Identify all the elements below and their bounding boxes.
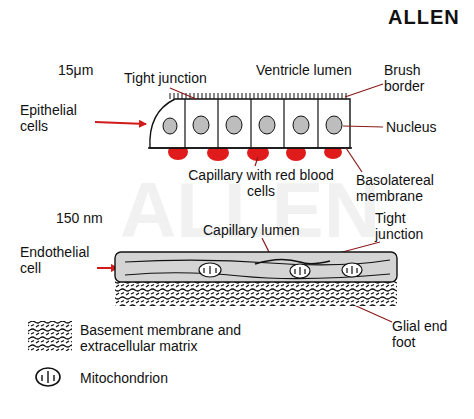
scale-label: 15μm [58,62,118,78]
part-label: Capillary with red blood cells [186,167,336,199]
part-label: Tight junction [124,70,234,86]
epithelial-layer [148,93,352,148]
part-label: Epithelial cells [20,102,95,134]
scale-label: 150 nm [56,210,126,226]
part-label: Nucleus [386,119,466,135]
part-label: Glial end foot [392,318,462,350]
legend-swatch [28,321,72,351]
legend-swatch [36,368,60,386]
part-label: Brush border [384,62,464,94]
legend-text: Basement membrane and extracellular matr… [80,322,310,354]
part-label: Ventricle lumen [256,62,386,78]
legend-row: Basement membrane and extracellular matr… [80,322,310,354]
pointer-arrow [95,122,146,124]
part-label: Endothelial cell [20,244,100,276]
legend-text: Mitochondrion [80,370,168,386]
part-label: Basolatereal membrane [356,172,466,204]
part-label: Capillary lumen [203,222,323,238]
logo-watermark: ALLEN [388,6,474,29]
endothelium [115,252,397,306]
legend-row: Mitochondrion [80,370,280,386]
part-label: Tight junction [375,210,455,242]
